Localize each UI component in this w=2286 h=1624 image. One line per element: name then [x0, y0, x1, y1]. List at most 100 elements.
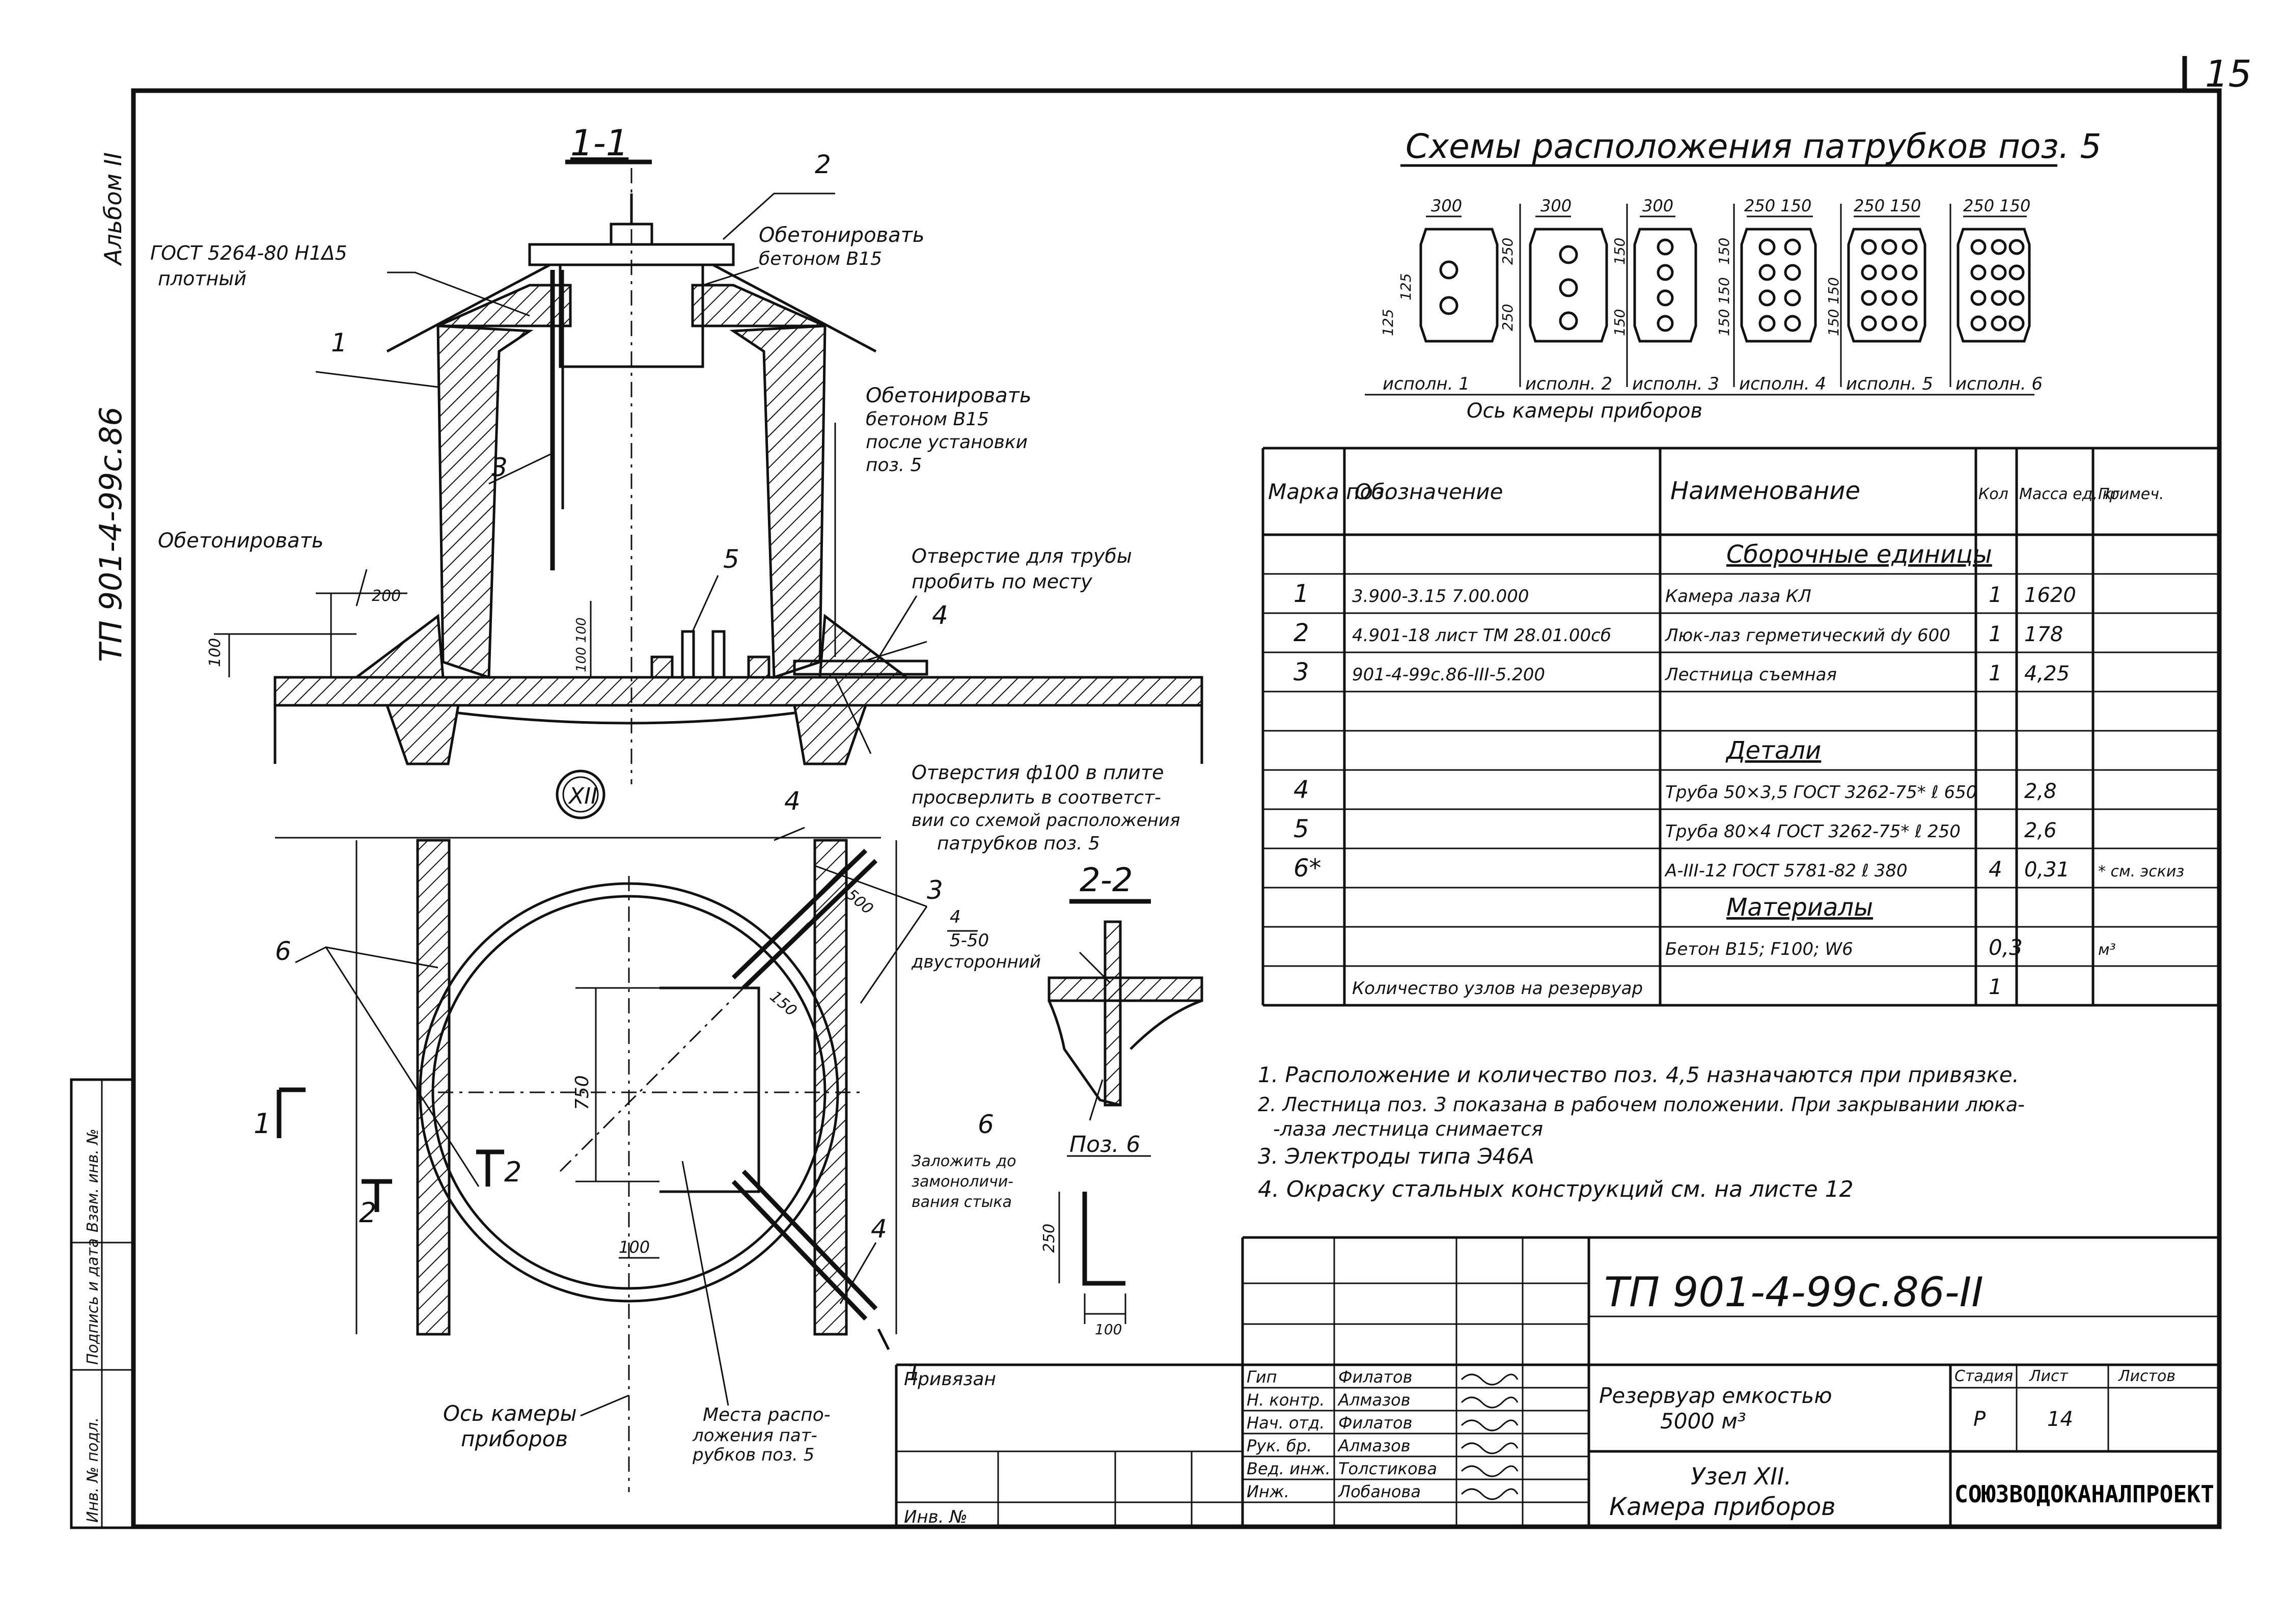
sch-dim-1: 300	[1540, 196, 1572, 215]
plan-pos-6: 6	[275, 937, 291, 966]
plan-dim-100: 100	[619, 1237, 650, 1257]
spec-cell-qty: 1	[1989, 621, 2002, 646]
concrete-note-1a: Обетонировать	[759, 224, 925, 247]
note-1: 1. Расположение и количество поз. 4,5 на…	[1258, 1062, 2019, 1087]
section-2-pos-6: 6	[978, 1110, 994, 1139]
sch-dim-11: 150 150	[1716, 277, 1732, 336]
object-a: Резервуар емкостью	[1599, 1383, 1832, 1408]
role-name: Алмазов	[1337, 1390, 1411, 1410]
spec-cell-pos: 5	[1293, 815, 1309, 843]
spec-cell-qty: 1	[1989, 582, 2002, 607]
pos-label-4: 4	[932, 600, 948, 630]
variant-5: исполн. 5	[1846, 374, 1933, 394]
sch-dim-8: 250	[1499, 238, 1516, 265]
plan-hole-note-d: патрубков поз. 5	[937, 833, 1100, 854]
place-note-a: Места распо-	[703, 1405, 831, 1425]
sheet-number: 15	[2205, 52, 2252, 95]
spec-cell-qty: 1	[1989, 974, 2002, 999]
variant-6: исполн. 6	[1956, 374, 2043, 394]
section-2-title: 2-2	[1080, 862, 1133, 899]
role-label: Инж.	[1247, 1482, 1289, 1501]
stamp-cell-sign: Подпись и дата	[84, 1238, 102, 1365]
org-name: СОЮЗВОДОКАНАЛПРОЕКТ	[1954, 1480, 2214, 1508]
plan-view	[275, 677, 928, 1492]
spec-cell-code: 901-4-99с.86-III-5.200	[1352, 665, 1545, 685]
object-b: 5000 м³	[1660, 1409, 1746, 1434]
album-label: Альбом II	[99, 152, 127, 266]
sheet-title-b: Камера приборов	[1609, 1493, 1836, 1521]
sch-dim-3: 250 150	[1744, 196, 1811, 215]
sch-dim-4: 250 150	[1854, 196, 1921, 215]
concrete-note-2c: после установки	[866, 432, 1028, 453]
spec-cell-mass: 0,31	[2024, 858, 2070, 882]
axis-note-b: приборов	[461, 1426, 568, 1451]
scheme-title: Схемы расположения патрубков поз. 5	[1406, 127, 2102, 166]
note-2-cont: -лаза лестница снимается	[1273, 1118, 1543, 1140]
spec-cell-mass: 178	[2024, 623, 2063, 646]
spec-header-5: Примеч.	[2098, 485, 2164, 503]
place-note-c: рубков поз. 5	[692, 1445, 814, 1465]
concrete-note-1b: бетоном В15	[759, 249, 882, 269]
pos-label-2: 2	[815, 150, 831, 179]
spec-cell-qty: 1	[1989, 660, 2002, 685]
drawing-code: ТП 901-4-99с.86-II	[1604, 1269, 1984, 1316]
signature-scribble	[1461, 1373, 1519, 1386]
variant-2: исполн. 2	[1525, 374, 1612, 394]
stamp-cell-inv: Инв. № подл.	[84, 1417, 102, 1523]
section-1-title: 1-1	[570, 122, 628, 164]
spec-cell-code: 4.901-18 лист ТМ 28.01.00сб	[1352, 625, 1611, 646]
hole-note-a: Отверстие для трубы	[912, 545, 1132, 567]
title-block	[895, 1236, 2219, 1527]
s2-note-c: вания стыка	[912, 1193, 1012, 1211]
list-value: 14	[2047, 1408, 2073, 1431]
sch-dim-9: 250	[1499, 304, 1516, 331]
note-4: 4. Окраску стальных конструкций см. на л…	[1258, 1176, 1854, 1202]
project-code-side: ТП 901-4-99с.86	[93, 406, 129, 662]
hole-note-b: пробить по месту	[912, 570, 1092, 593]
spec-cell-pos: 2	[1293, 619, 1309, 647]
sch-dim-2: 300	[1642, 196, 1673, 215]
stage-header: Стадия	[1954, 1367, 2013, 1385]
stamp-cell-replace: Взам. инв. №	[84, 1128, 102, 1232]
sch-dim-5: 250 150	[1963, 196, 2030, 215]
sch-dim-12: 150 150	[1825, 277, 1842, 336]
axis-note-a: Ось камеры	[443, 1401, 577, 1426]
sch-dim-13: 150	[1611, 238, 1628, 265]
pos-label-3: 3	[491, 453, 508, 482]
spec-header-2: Наименование	[1670, 477, 1860, 505]
plan-pos-3: 3	[927, 875, 943, 905]
spec-cell-code: Количество узлов на резервуар	[1352, 978, 1643, 999]
inv-label: Инв. №	[904, 1507, 968, 1527]
spec-header-0: Марка поз.	[1268, 479, 1391, 504]
signature-scribble	[1461, 1488, 1519, 1500]
concrete-note-2b: бетоном В15	[866, 409, 989, 430]
pos-label-1: 1	[331, 328, 347, 357]
section-2-2	[1048, 899, 1203, 1324]
role-label: Н. контр.	[1247, 1390, 1325, 1410]
dim-100: 100	[206, 638, 224, 667]
spec-cell-mass: 2,6	[2024, 819, 2057, 842]
role-label: Вед. инж.	[1247, 1459, 1331, 1478]
spec-table-grid	[1261, 447, 2221, 1007]
spec-cell-name: Лестница съемная	[1664, 665, 1837, 685]
plan-pos-4-top: 4	[784, 786, 801, 816]
note-3: 3. Электроды типа Э46А	[1258, 1144, 1534, 1169]
spec-cell-qty: 4	[1989, 857, 2002, 882]
spec-section-title: Детали	[1725, 736, 1821, 765]
spec-section-title: Материалы	[1726, 893, 1873, 922]
bound-label: Привязан	[904, 1369, 996, 1390]
role-label: Рук. бр.	[1247, 1436, 1312, 1455]
spec-cell-code: 3.900-3.15 7.00.000	[1352, 586, 1529, 607]
stage-value: Р	[1973, 1408, 1986, 1431]
poz6-title: Поз. 6	[1069, 1132, 1140, 1158]
plan-dim-750: 750	[572, 1075, 593, 1110]
spec-cell-name: Труба 80×4 ГОСТ 3262-75* ℓ 250	[1665, 821, 1961, 842]
cut-mark-1: 1	[254, 1108, 271, 1140]
pos-label-5: 5	[723, 544, 739, 574]
section-1-1: 1-1	[214, 122, 1203, 784]
spec-cell-name: Люк-лаз герметический dу 600	[1664, 625, 1950, 646]
spec-cell-pos: 1	[1293, 580, 1309, 608]
role-label: Гип	[1247, 1367, 1277, 1387]
